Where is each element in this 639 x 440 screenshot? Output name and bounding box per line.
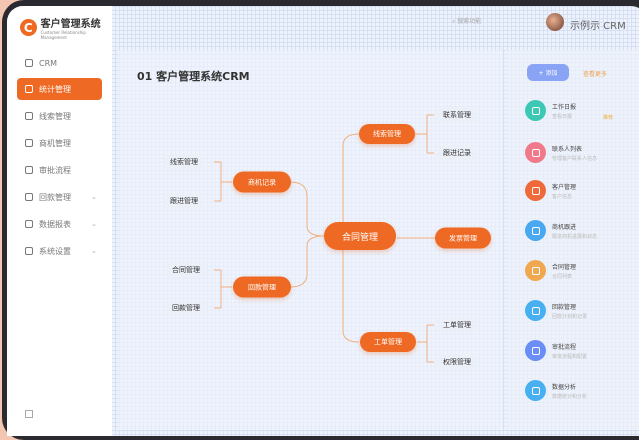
- feature-name: 联系人列表: [552, 145, 583, 153]
- feature-desc: 跟进商机进展和状态: [552, 233, 598, 240]
- mindmap-connectors: [214, 114, 435, 363]
- view-more-link[interactable]: 查看更多: [583, 71, 608, 78]
- list-icon: [25, 166, 33, 174]
- chevron-down-icon: ⌄: [91, 247, 97, 255]
- sidebar-item-crm[interactable]: CRM: [17, 52, 102, 74]
- feature-list-item[interactable]: 商机跟进跟进商机进展和状态: [525, 220, 597, 241]
- feature-list-item[interactable]: 审批流程审批流程和配置: [525, 340, 587, 361]
- search-input[interactable]: ⌕ 搜索功能: [452, 18, 482, 25]
- feature-icon: [525, 380, 546, 401]
- mindmap-branch-node[interactable]: 线索管理: [359, 124, 415, 144]
- feature-name: 回款管理: [552, 303, 577, 311]
- logo-icon: C: [20, 19, 37, 36]
- sidebar-item-payments[interactable]: 回款管理 ⌄: [17, 186, 102, 208]
- sidebar-item-stats[interactable]: 统计管理: [17, 78, 102, 100]
- feature-name: 工作日报: [552, 103, 577, 111]
- search-placeholder: 搜索功能: [457, 18, 482, 25]
- sidebar-item-approval[interactable]: 审批流程: [17, 159, 102, 181]
- feature-icon: [525, 300, 546, 321]
- feature-name: 客户管理: [552, 183, 577, 191]
- feature-icon: [525, 100, 546, 121]
- feature-list-item[interactable]: 回款管理回款计划和记录: [525, 300, 587, 321]
- nav-label: 审批流程: [39, 165, 71, 175]
- mindmap-leaf[interactable]: 联系管理: [437, 107, 477, 123]
- feature-desc: 审批流程和配置: [552, 353, 588, 360]
- settings-icon: [25, 247, 33, 255]
- mindmap-leaf[interactable]: 跟进管理: [164, 193, 204, 209]
- chevron-down-icon: ⌄: [91, 193, 97, 201]
- nav-label: 统计管理: [39, 84, 71, 94]
- feature-list-item[interactable]: 工作日报查看日报: [525, 100, 576, 121]
- mindmap-branch-node[interactable]: 回款管理: [233, 276, 291, 298]
- feature-desc: 管理客户联系人信息: [552, 155, 598, 162]
- mindmap-leaf[interactable]: 回款管理: [166, 300, 206, 316]
- feature-name: 合同管理: [552, 263, 577, 271]
- nav-label: 数据报表: [39, 219, 71, 229]
- mindmap-branch-node[interactable]: 商机记录: [233, 171, 291, 193]
- page-title: 01 客户管理系统CRM: [137, 70, 250, 83]
- user-name: 示例示 CRM: [570, 21, 626, 32]
- recommend-badge: 推荐: [603, 115, 614, 121]
- feature-desc: 合同列表: [552, 273, 573, 280]
- avatar[interactable]: [546, 13, 564, 31]
- chevron-down-icon: ⌄: [91, 220, 97, 228]
- feature-list-item[interactable]: 数据分析数据统计和分析: [525, 380, 587, 401]
- feature-icon: [525, 180, 546, 201]
- feature-icon: [525, 340, 546, 361]
- nav-label: 系统设置: [39, 246, 71, 256]
- payment-icon: [25, 193, 33, 201]
- add-button[interactable]: + 添加: [527, 64, 569, 81]
- mindmap-leaf[interactable]: 跟进记录: [437, 145, 477, 161]
- nav-label: 商机管理: [39, 138, 71, 148]
- nav-label: 线索管理: [39, 111, 71, 121]
- mindmap-leaf[interactable]: 工单管理: [437, 317, 477, 333]
- feature-name: 数据分析: [552, 383, 577, 391]
- mindmap-branch-node[interactable]: 工单管理: [360, 332, 416, 352]
- feature-desc: 客户信息: [552, 193, 573, 200]
- mindmap-center-node[interactable]: 合同管理: [324, 222, 396, 250]
- feature-desc: 数据统计和分析: [552, 393, 588, 400]
- feature-desc: 回款计划和记录: [552, 313, 588, 320]
- nav-label: CRM: [39, 58, 58, 68]
- top-bar: ⌕ 搜索功能: [112, 6, 639, 44]
- lead-icon: [25, 112, 33, 120]
- feature-list-item[interactable]: 客户管理客户信息: [525, 180, 576, 201]
- feature-list-item[interactable]: 合同管理合同列表: [525, 260, 576, 281]
- feature-desc: 查看日报: [552, 113, 573, 120]
- sidebar-item-settings[interactable]: 系统设置 ⌄: [17, 240, 102, 262]
- mindmap-leaf[interactable]: 权限管理: [437, 354, 477, 370]
- feature-icon: [525, 142, 546, 163]
- report-icon: [25, 220, 33, 228]
- feature-icon: [525, 260, 546, 281]
- sidebar-item-leads[interactable]: 线索管理: [17, 105, 102, 127]
- mindmap-branch-node[interactable]: 发票管理: [435, 227, 491, 249]
- feature-name: 商机跟进: [552, 223, 577, 231]
- mindmap-leaf[interactable]: 线索管理: [164, 154, 204, 170]
- logo-title: 客户管理系统: [40, 19, 101, 30]
- sidebar-item-reports[interactable]: 数据报表 ⌄: [17, 213, 102, 235]
- home-icon: [25, 59, 33, 67]
- clock-icon: [25, 139, 33, 147]
- nav-label: 回款管理: [39, 192, 71, 202]
- sidebar-item-opportunities[interactable]: 商机管理: [17, 132, 102, 154]
- logo-subtitle: Customer Relationship Management: [40, 30, 86, 40]
- mindmap-leaf[interactable]: 合同管理: [166, 262, 206, 278]
- feature-icon: [525, 220, 546, 241]
- feature-list-item[interactable]: 联系人列表管理客户联系人信息: [525, 142, 597, 163]
- feature-name: 审批流程: [552, 343, 577, 351]
- chart-icon: [25, 85, 33, 93]
- collapse-sidebar-icon[interactable]: [25, 410, 33, 418]
